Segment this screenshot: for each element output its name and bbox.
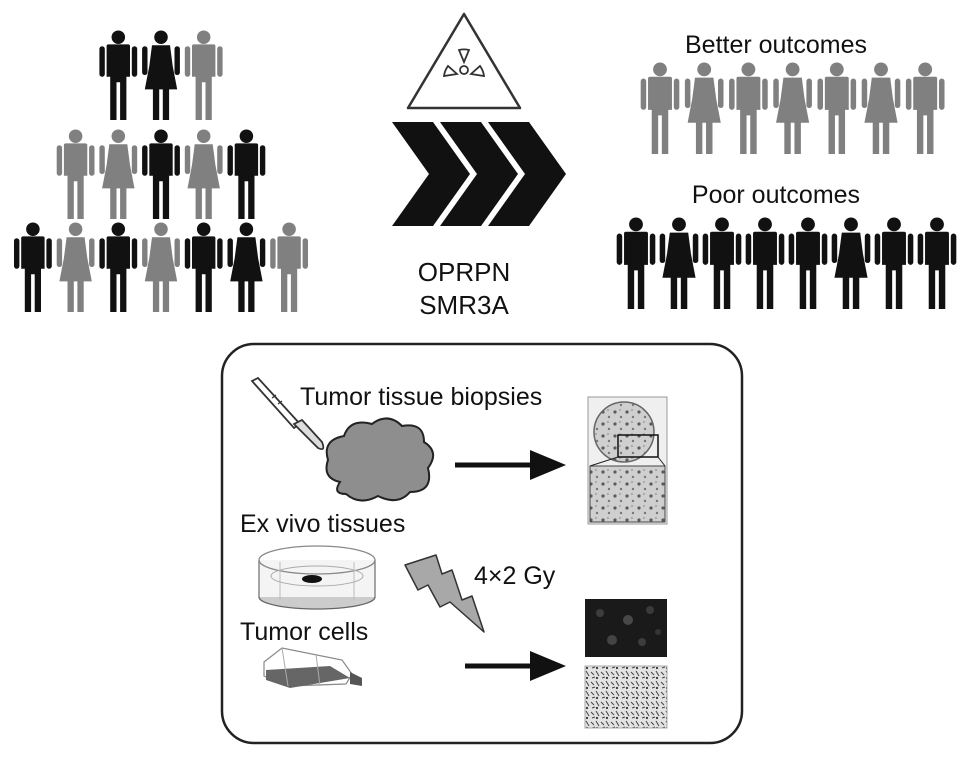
cells-arrow <box>465 651 566 681</box>
tumor-tissue-biopsies-label: Tumor tissue biopsies <box>300 383 542 411</box>
marker-gene-oprpn: OPRPN <box>418 257 510 287</box>
person-gray-male-icon <box>905 62 945 154</box>
person-gray-male-icon <box>56 129 95 219</box>
ex-vivo-tissues-label: Ex vivo tissues <box>240 510 405 538</box>
patient-cohort <box>14 30 308 312</box>
person-gray-male-icon <box>640 62 680 154</box>
cell-culture-flask-icon <box>263 647 362 688</box>
chevron-1 <box>392 122 470 226</box>
marker-gene-smr3a: SMR3A <box>419 290 509 320</box>
person-dark-male-icon <box>184 222 223 312</box>
person-dark-female-icon <box>142 30 180 120</box>
person-gray-female-icon <box>861 62 901 154</box>
histology-image <box>587 396 668 525</box>
person-dark-male-icon <box>99 30 138 120</box>
person-dark-female-icon <box>227 222 266 312</box>
person-dark-male-icon <box>874 217 914 309</box>
person-dark-male-icon <box>142 129 180 219</box>
tumor-cells-label: Tumor cells <box>240 618 368 646</box>
person-gray-male-icon <box>729 62 768 154</box>
radiation-icon <box>406 12 522 110</box>
person-dark-male-icon <box>99 222 138 312</box>
scalpel-icon <box>250 376 325 451</box>
person-gray-male-icon <box>270 222 308 312</box>
poor-outcomes-group <box>616 217 957 309</box>
poor-outcomes-label: Poor outcomes <box>692 181 860 209</box>
person-gray-male-icon <box>184 30 223 120</box>
person-dark-male-icon <box>227 129 266 219</box>
person-dark-male-icon <box>14 222 52 312</box>
biopsy-arrow <box>455 450 566 480</box>
person-gray-female-icon <box>773 62 812 154</box>
tissue-cloud-icon <box>325 417 435 502</box>
person-dark-male-icon <box>745 217 785 309</box>
person-gray-female-icon <box>142 222 180 312</box>
person-dark-female-icon <box>659 217 699 309</box>
lightning-bolt-icon <box>404 554 485 633</box>
person-dark-male-icon <box>788 217 828 309</box>
person-gray-female-icon <box>56 222 95 312</box>
culture-dish-icon <box>258 545 376 610</box>
person-gray-female-icon <box>684 62 724 154</box>
person-gray-female-icon <box>99 129 138 219</box>
person-gray-male-icon <box>817 62 857 154</box>
person-gray-female-icon <box>184 129 223 219</box>
person-dark-female-icon <box>831 217 871 309</box>
person-dark-male-icon <box>702 217 742 309</box>
better-outcomes-group <box>640 62 945 154</box>
stained-cells-image <box>584 665 668 729</box>
person-dark-male-icon <box>616 217 656 309</box>
fluorescence-image <box>585 599 667 657</box>
better-outcomes-label: Better outcomes <box>685 31 867 59</box>
chevron-arrows <box>392 122 566 226</box>
chevron-2 <box>440 122 518 226</box>
dose-label: 4×2 Gy <box>474 562 556 590</box>
person-dark-male-icon <box>917 217 957 309</box>
chevron-3 <box>488 122 566 226</box>
